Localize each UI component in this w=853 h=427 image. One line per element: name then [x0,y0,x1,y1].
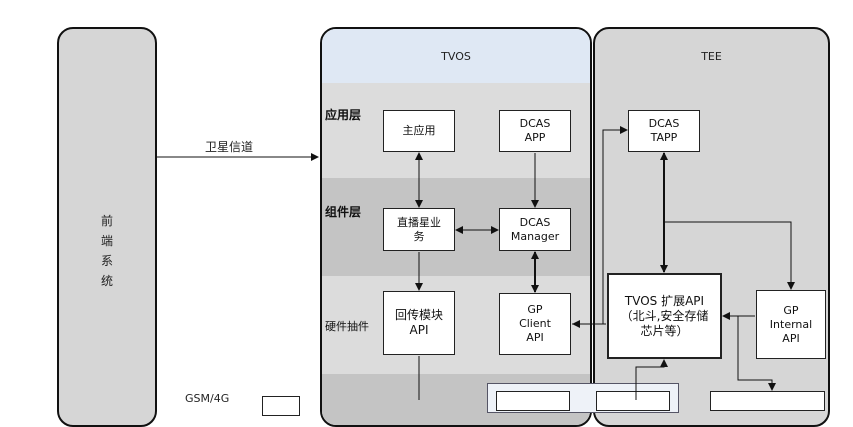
dcas-app-line: DCAS [519,117,551,130]
connector-lines [157,126,795,400]
main-app-label: 主应用 [402,124,436,137]
satellite-channel-label: 卫星信道 [205,140,254,154]
dcas-tapp-box: DCAS TAPP [628,110,700,152]
gp-client-box: GP Client API [499,293,571,355]
front-system-char: 统 [100,274,113,288]
gpclient-tapp-connector [572,126,628,325]
dcas-app-line: APP [524,131,546,144]
main-app-box: 主应用 [383,110,455,152]
dcas-tapp-line: TAPP [650,131,678,144]
gp-client-line: API [526,331,544,344]
return-module-box: 回传模块 API [383,291,455,355]
front-system-char: 系 [100,254,113,268]
return-module-line: API [409,323,429,337]
front-system-char: 前 [100,214,113,228]
gp-internal-line: Internal [769,317,813,331]
tvosext-bottom-connector [635,359,668,400]
gp-internal-line: API [782,331,800,345]
dcas-app-box: DCAS APP [499,110,571,152]
front-system-panel: 前 端 系 统 [57,27,157,427]
component-layer-label: 组件层 [325,205,362,219]
tvos-title: TVOS [441,50,471,63]
dcas-tapp-line: DCAS [648,117,680,130]
dcas-manager-box: DCAS Manager [499,208,571,251]
tvosext-right-connector [737,316,776,391]
return-module-line: 回传模块 [394,308,443,322]
front-system-char: 端 [100,234,113,248]
gp-internal-line: GP [783,303,799,317]
gp-client-line: Client [519,317,551,330]
tvos-extension-api-box: TVOS 扩展API （北斗,安全存储 芯片等） [607,273,722,359]
dcas-manager-line: DCAS [519,215,551,229]
dcas-manager-line: Manager [510,229,560,243]
hardware-layer-label: 硬件抽件 [325,320,369,333]
live-satellite-line: 务 [413,229,425,243]
gp-client-line: GP [527,303,543,316]
tapp-gpinternal-connector [664,221,795,290]
app-layer-label: 应用层 [325,108,362,122]
front-system-label: 前 端 系 统 [59,211,155,291]
tvos-extension-line: TVOS 扩展API [624,293,705,308]
gp-internal-api-box: GP Internal API [756,290,826,359]
tee-title: TEE [701,50,722,63]
tvos-extension-line: 芯片等） [640,323,689,338]
live-satellite-box: 直播星业 务 [383,208,455,251]
live-satellite-line: 直播星业 [397,215,441,229]
tvos-extension-line: （北斗,安全存储 [620,308,709,323]
tvos-header [322,29,590,83]
